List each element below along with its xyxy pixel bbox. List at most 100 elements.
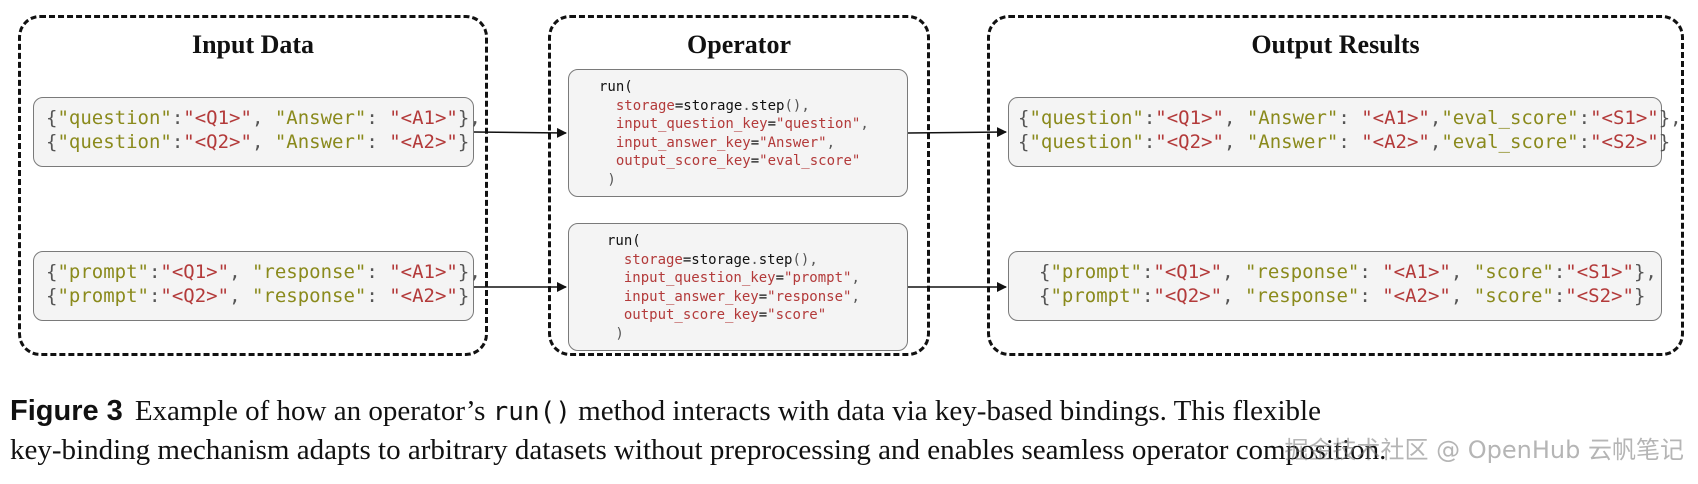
token-fn: = [750,134,760,151]
token-punc: , [1222,285,1245,307]
token-punc: : [1141,285,1154,307]
token-punc: , [851,270,860,286]
caption-text-a: Example of how an operator’s [134,395,493,427]
token-val: "question" [776,116,861,132]
token-punc: : [171,107,184,129]
token-fn: run( [607,233,641,249]
input-box-qa: {"question":"<Q1>", "Answer": "<A1>"},{"… [33,97,481,167]
token-val: "<A1>" [389,107,458,129]
token-val: input_answer_key [607,288,759,305]
token-fn: = [775,270,785,286]
token-punc: ) [607,325,624,342]
code-line: {"prompt":"<Q1>", "response": "<A1>"}, [46,260,481,284]
token-key: "question" [1029,131,1144,153]
token-val: "<Q1>" [183,107,252,129]
token-key: "prompt" [1050,285,1142,307]
token-val: input_question_key [599,116,768,132]
token-val: "<Q1>" [1155,107,1224,129]
code-line: input_answer_key="Answer", [599,134,893,153]
token-punc: , [1450,285,1474,307]
caption-line-2: key-binding mechanism adapts to arbitrar… [10,434,1387,466]
token-punc: { [1039,261,1051,283]
token-punc: , [860,116,869,132]
code-line: run( [607,232,893,251]
token-punc: : [148,285,161,307]
figure-label: Figure 3 [10,395,123,427]
token-fn: = [682,251,692,268]
code-line: output_score_key="score" [607,306,893,325]
token-punc: } [1633,285,1646,307]
token-val: "<Q2>" [183,131,252,153]
token-punc: (), [792,251,818,268]
token-punc: }, [457,107,481,129]
token-punc: { [46,107,58,129]
token-fn: storage [691,251,751,268]
token-val: "<Q1>" [1153,261,1223,283]
token-val: "<A2>" [389,285,458,307]
output-box-qa: {"question":"<Q1>", "Answer": "<A1>","ev… [1008,97,1682,167]
code-line: {"prompt":"<Q2>", "response": "<A2>"} [46,284,469,308]
token-key: "eval_score" [1441,131,1579,153]
token-key: "response" [251,261,367,283]
token-fn: step [750,97,785,114]
token-punc: , [1222,261,1245,283]
token-punc: } [1658,131,1671,153]
token-key: "response" [251,285,367,307]
token-val: "Answer" [759,134,827,151]
caption-text-b: method interacts with data via key-based… [570,395,1321,427]
input-data-panel: Input Data [18,15,488,356]
token-punc: : [1553,285,1566,307]
token-fn: = [750,153,760,169]
token-val: "eval_score" [759,153,861,169]
token-val: "prompt" [784,270,852,286]
token-punc: : [1553,261,1566,283]
token-punc: , [851,288,860,305]
token-fn: = [758,307,768,323]
token-val: "<Q2>" [1155,131,1224,153]
token-punc: { [46,261,58,283]
token-val: "<S1>" [1590,107,1659,129]
token-punc: : [1359,285,1383,307]
code-line: input_question_key="question", [599,115,893,134]
token-punc: : [1338,107,1362,129]
token-val: "<A2>" [1361,131,1430,153]
output-box-prompt: {"prompt":"<Q1>", "response": "<A1>", "s… [1008,251,1662,321]
code-line: {"question":"<Q1>", "Answer": "<A1>","ev… [1018,106,1682,130]
token-punc: , [251,131,275,153]
token-punc: }, [1658,107,1682,129]
token-punc: }, [457,261,481,283]
token-key: "response" [1244,261,1360,283]
token-val: output_score_key [599,153,751,169]
token-val: "<A1>" [1382,261,1451,283]
input-box-prompt: {"prompt":"<Q1>", "response": "<A1>"},{"… [33,251,481,321]
token-fn: = [767,116,777,132]
token-punc: { [46,285,58,307]
token-key: "Answer" [274,107,367,129]
token-punc: , [1429,131,1442,153]
code-line: {"question":"<Q2>", "Answer": "<A2>","ev… [1018,130,1670,154]
token-punc: { [1018,131,1030,153]
token-punc: , [1450,261,1474,283]
token-punc: : [1143,131,1156,153]
code-line: {"question":"<Q2>", "Answer": "<A2>"} [46,130,469,154]
token-key: "prompt" [57,261,149,283]
token-val: "<S1>" [1565,261,1634,283]
token-key: "prompt" [57,285,149,307]
token-fn: = [674,97,684,114]
token-punc: . [750,251,759,268]
token-punc: , [1429,107,1442,129]
token-val: "response" [767,288,852,305]
token-val: "<S2>" [1590,131,1659,153]
token-val: storage [607,251,683,268]
token-key: "question" [57,131,172,153]
token-punc: { [1018,107,1030,129]
token-fn: step [758,251,793,268]
token-punc: : [1338,131,1362,153]
code-line: storage=storage.step(), [599,97,893,116]
token-punc: . [742,97,751,114]
token-key: "response" [1244,285,1360,307]
output-results-title: Output Results [1251,30,1420,59]
token-val: "<S2>" [1565,285,1634,307]
